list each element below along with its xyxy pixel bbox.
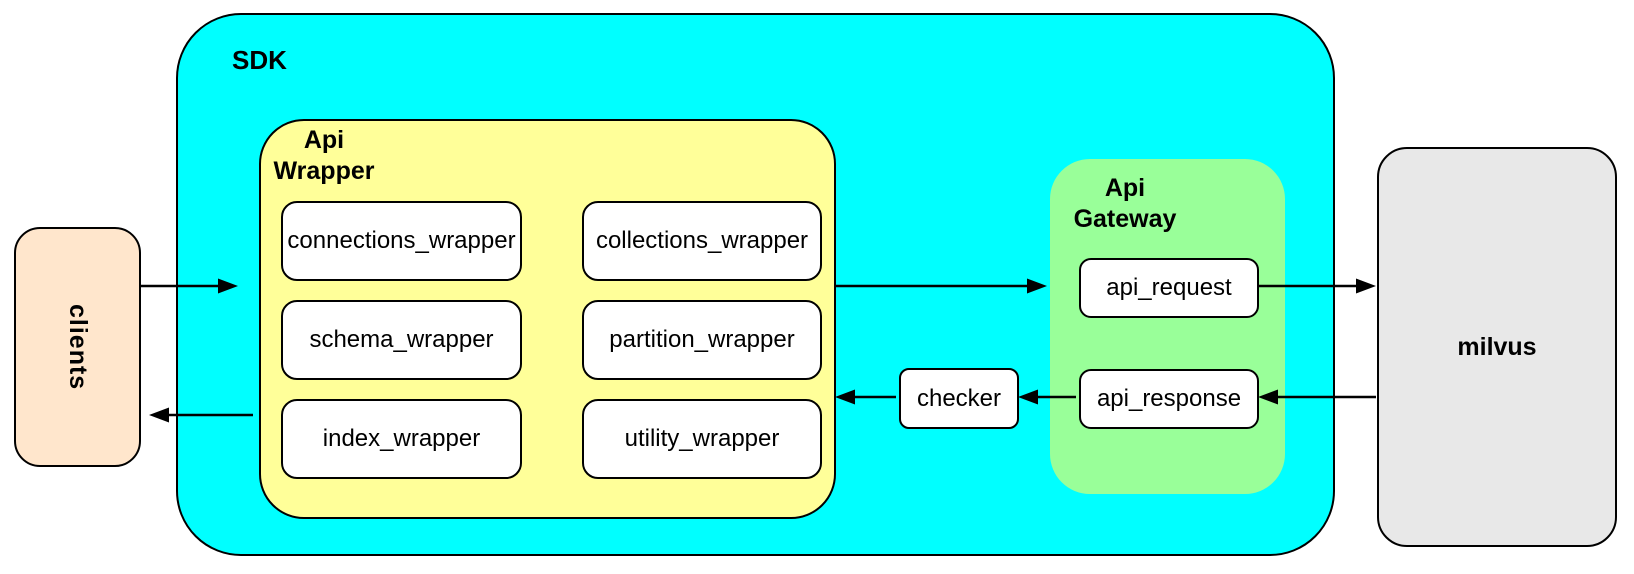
api-response-node: api_response (1079, 369, 1259, 429)
api-wrapper-label: Api Wrapper (265, 125, 383, 187)
utility-wrapper-node: utility_wrapper (582, 399, 822, 479)
api-gateway-label-line1: Api (1104, 174, 1146, 202)
api-gateway-container: Api Gateway api_request api_response (1050, 159, 1285, 494)
api-wrapper-container: Api Wrapper connections_wrapper collecti… (259, 119, 836, 519)
clients-node: clients (14, 227, 141, 467)
api-gateway-label-line2: Gateway (1073, 205, 1177, 233)
api-request-to-milvus-arrow (1356, 278, 1376, 294)
api-gateway-label: Api Gateway (1066, 173, 1184, 235)
partition-wrapper-node: partition_wrapper (582, 300, 822, 380)
index-wrapper-node: index_wrapper (281, 399, 522, 479)
milvus-node: milvus (1377, 147, 1617, 547)
collections-wrapper-node: collections_wrapper (582, 201, 822, 281)
sdk-container: SDK Api Wrapper connections_wrapper coll… (176, 13, 1335, 556)
connections-wrapper-node: connections_wrapper (281, 201, 522, 281)
api-wrapper-label-line1: Api (303, 126, 345, 154)
checker-node: checker (899, 368, 1019, 429)
api-request-node: api_request (1079, 258, 1259, 318)
sdk-label: SDK (232, 45, 287, 75)
clients-label: clients (64, 303, 92, 391)
sdk-to-clients-arrow (149, 407, 169, 423)
schema-wrapper-node: schema_wrapper (281, 300, 522, 380)
api-wrapper-label-line2: Wrapper (273, 157, 375, 185)
